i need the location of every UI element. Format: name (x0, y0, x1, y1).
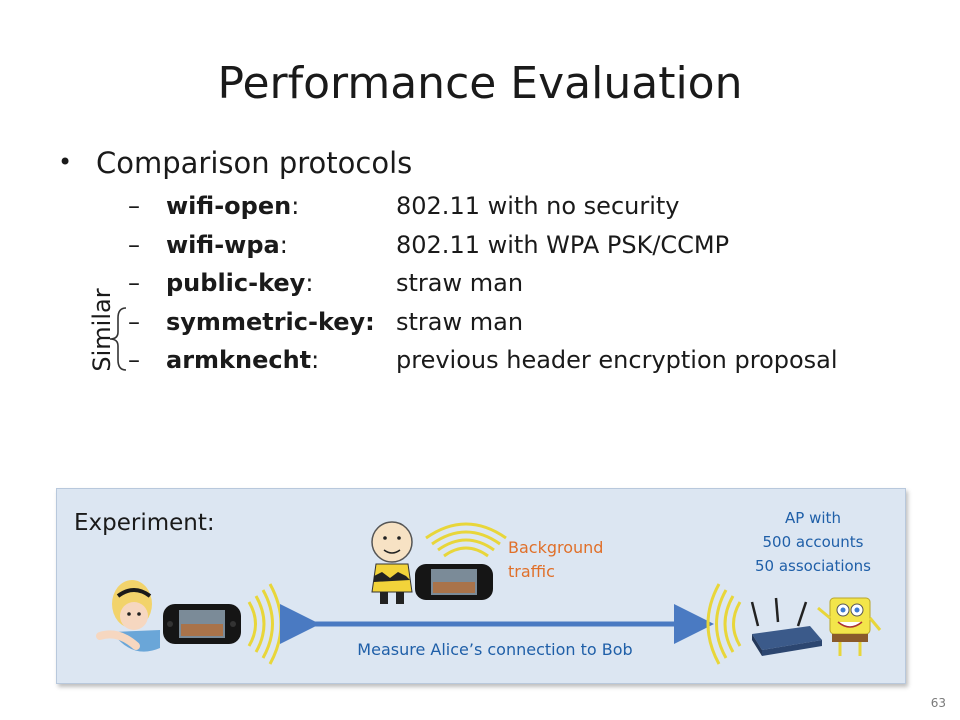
protocol-desc: straw man (396, 269, 524, 297)
ap-caption: AP with 500 accounts 50 associations (736, 506, 890, 578)
main-bullet-text: Comparison protocols (96, 146, 413, 180)
wireless-signal-icon (706, 583, 742, 665)
protocol-name: wifi-open (166, 192, 292, 220)
wireless-router-icon (750, 597, 822, 656)
wireless-signal-icon (425, 522, 507, 558)
ap-caption-line: 50 associations (754, 557, 871, 575)
wireless-signal-icon (247, 583, 283, 665)
protocol-item: –public-key:straw man (128, 269, 524, 297)
main-bullet: • Comparison protocols (58, 146, 412, 180)
handheld-console-icon (163, 604, 241, 644)
protocol-desc: 802.11 with WPA PSK/CCMP (396, 230, 730, 259)
ap-caption-line: AP with (785, 509, 841, 527)
slide-title: Performance Evaluation (217, 58, 743, 109)
protocol-list: –wifi-open:802.11 with no security –wifi… (128, 192, 838, 385)
alice-icon (96, 580, 160, 652)
experiment-label: Experiment: (74, 510, 215, 536)
charlie-brown-icon (371, 521, 413, 604)
protocol-desc: previous header encryption proposal (396, 346, 838, 374)
bullet-dot: • (58, 148, 73, 176)
protocol-name: public-key (166, 269, 306, 297)
spongebob-icon (817, 597, 882, 656)
protocol-item: –symmetric-key:straw man (128, 307, 524, 336)
ap-caption-line: 500 accounts (762, 533, 864, 551)
protocol-name: symmetric-key: (166, 307, 375, 336)
bracket-icon (109, 307, 127, 371)
protocol-item: –wifi-open:802.11 with no security (128, 192, 680, 220)
handheld-console-icon (415, 564, 493, 600)
protocol-desc: straw man (396, 307, 524, 336)
background-traffic-label: Background traffic (508, 538, 604, 581)
protocol-item: –armknecht:previous header encryption pr… (128, 346, 838, 374)
protocol-name: armknecht (166, 346, 312, 374)
protocol-desc: 802.11 with no security (396, 192, 680, 220)
protocol-item: –wifi-wpa:802.11 with WPA PSK/CCMP (128, 230, 730, 259)
measure-label: Measure Alice’s connection to Bob (357, 640, 633, 659)
page-number: 63 (930, 696, 946, 710)
protocol-name: wifi-wpa (166, 230, 280, 259)
